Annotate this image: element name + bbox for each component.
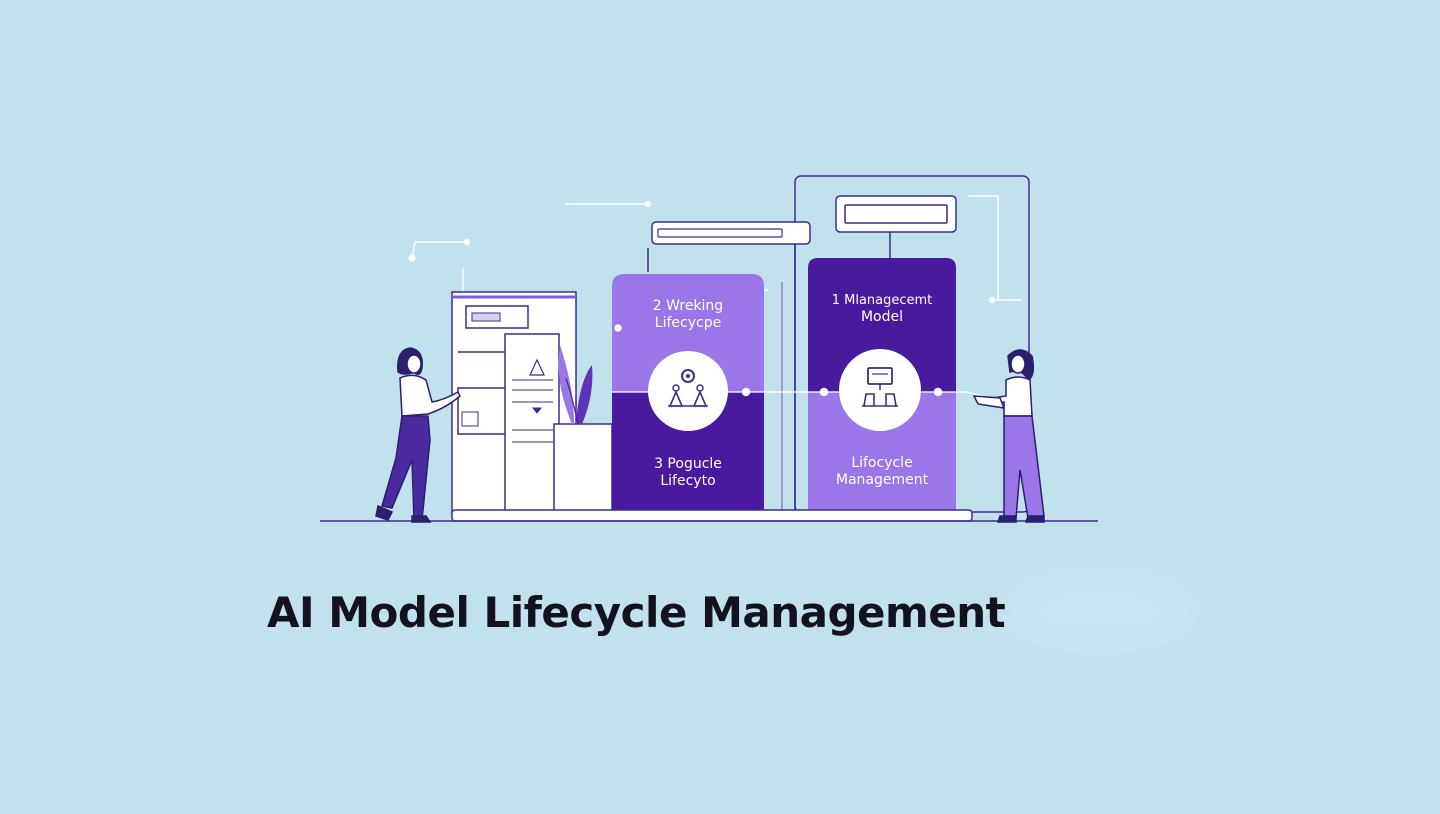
card2-top-line2: Model xyxy=(860,309,904,325)
monitor-team-icon xyxy=(839,349,921,431)
server-cabinet xyxy=(451,291,613,513)
card2-bottom-line1: Lifocycle xyxy=(851,455,913,471)
card1-bottom-line1: 3 Pogucle xyxy=(654,456,722,472)
card2-bottom-text: Lifocycle Management xyxy=(808,455,956,489)
floor xyxy=(320,509,1098,522)
page-title: AI Model Lifecycle Management xyxy=(267,588,1006,637)
card1-top-text: 2 Wreking Lifecycpe xyxy=(612,298,764,332)
connector-lines xyxy=(408,195,1022,304)
card1-bottom-text: 3 Pogucle Lifecyto xyxy=(612,456,764,490)
top-bar-right xyxy=(835,195,957,233)
person-left xyxy=(375,347,461,523)
card1-top-line2: Lifecycpe xyxy=(654,315,722,331)
top-bar-left xyxy=(651,221,811,245)
card2-top-line1: 1 Mlanagecemt xyxy=(831,293,933,308)
team-icon xyxy=(648,351,728,431)
card2-top-text: 1 Mlanagecemt Model xyxy=(808,292,956,326)
card2-bottom-line2: Management xyxy=(835,472,929,488)
plant xyxy=(558,345,593,425)
card1-top-line1: 2 Wreking xyxy=(652,298,724,314)
person-right xyxy=(972,349,1045,523)
frame-outline xyxy=(647,175,1030,513)
background-glow xyxy=(1000,570,1200,650)
card1-bottom-line2: Lifecyto xyxy=(660,473,716,489)
